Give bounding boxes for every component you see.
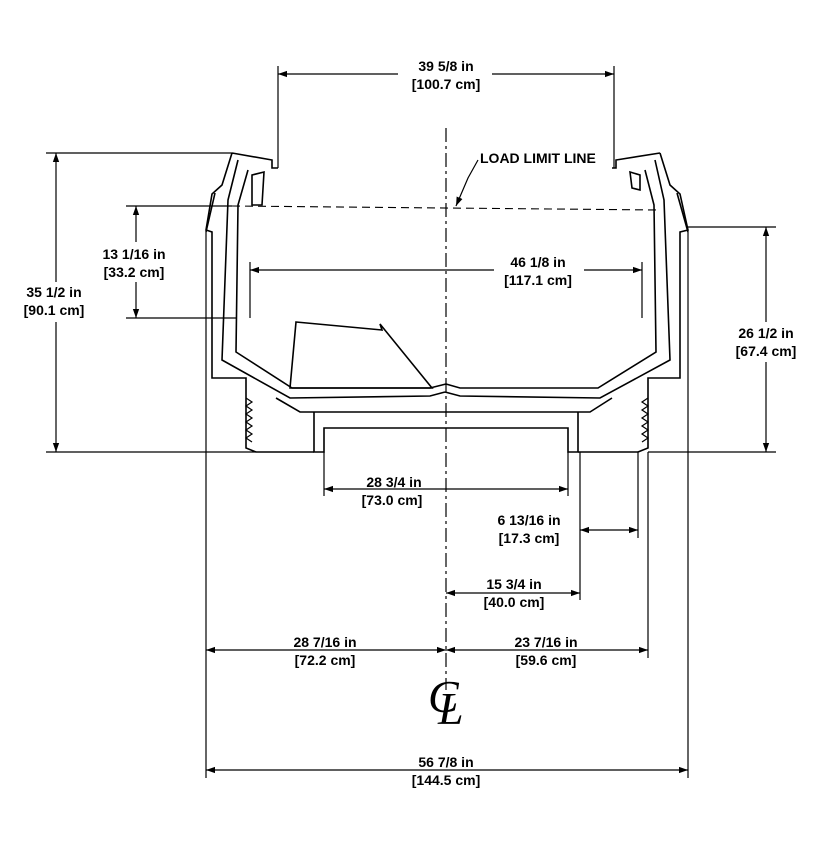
overall-width-metric: [144.5 cm] [412, 772, 480, 788]
base-width-metric: [73.0 cm] [362, 492, 423, 508]
dimension-labels: 39 5/8 in [100.7 cm] LOAD LIMIT LINE 35 … [24, 58, 797, 788]
top-opening-imperial: 39 5/8 in [418, 58, 473, 74]
left-half-metric: [72.2 cm] [295, 652, 356, 668]
overall-width-imperial: 56 7/8 in [418, 754, 473, 770]
step-offset-imperial: 6 13/16 in [497, 512, 560, 528]
right-half-metric: [59.6 cm] [516, 652, 577, 668]
center-to-base-metric: [40.0 cm] [484, 594, 545, 610]
side-height-metric: [67.4 cm] [736, 343, 797, 359]
side-height-imperial: 26 1/2 in [738, 325, 793, 341]
overall-height-imperial: 35 1/2 in [26, 284, 81, 300]
hopper-body [205, 152, 689, 453]
centerline-symbol-c: C [428, 671, 460, 722]
top-opening-metric: [100.7 cm] [412, 76, 480, 92]
centerline-symbol: C L [428, 671, 464, 734]
dimension-lines [52, 70, 770, 774]
overall-height-metric: [90.1 cm] [24, 302, 85, 318]
inner-width-metric: [117.1 cm] [504, 272, 572, 288]
base-width-imperial: 28 3/4 in [366, 474, 421, 490]
centerline-symbol-l: L [437, 683, 464, 734]
center-to-base-imperial: 15 3/4 in [486, 576, 541, 592]
left-half-imperial: 28 7/16 in [293, 634, 356, 650]
load-limit-label: LOAD LIMIT LINE [480, 150, 596, 166]
inner-width-imperial: 46 1/8 in [510, 254, 565, 270]
load-depth-metric: [33.2 cm] [104, 264, 165, 280]
step-offset-metric: [17.3 cm] [499, 530, 560, 546]
load-depth-imperial: 13 1/16 in [102, 246, 165, 262]
right-half-imperial: 23 7/16 in [514, 634, 577, 650]
